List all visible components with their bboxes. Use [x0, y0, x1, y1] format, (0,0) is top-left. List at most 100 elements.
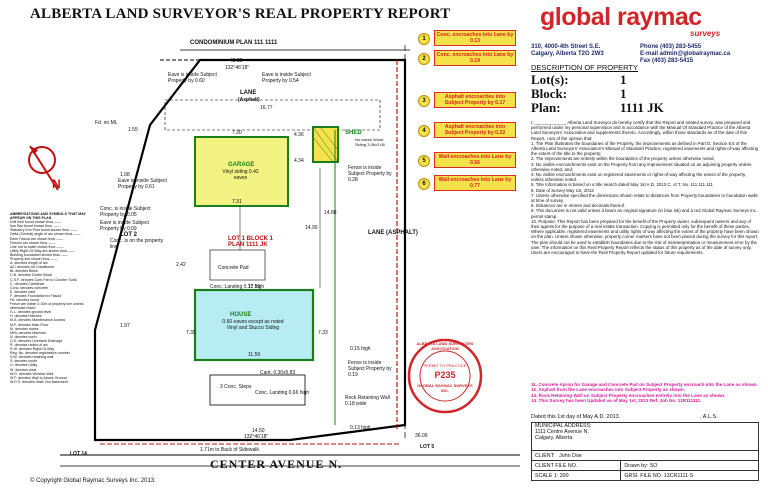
seal-line1: ALBERTA LAND SURVEYORS ASSOCIATION: [416, 341, 474, 351]
eave4-label: Eave is inside Subject Property by 0.09: [100, 220, 149, 232]
report-item: 5. Title Information is based on a title…: [531, 182, 713, 188]
dim-bottom: 14.50: [252, 428, 265, 434]
dim-d8: 1.97: [120, 323, 130, 329]
address-line-2: Calgary, Alberta T2G 2W3: [531, 51, 604, 57]
callout-number: 3: [418, 95, 430, 107]
report-item: 4. No visible encroachments exist on reg…: [531, 172, 747, 183]
report-item: 9. This document is not valid unless it …: [531, 208, 758, 219]
legend-line: W.D. denotes Window Well: [10, 371, 54, 376]
legend-line: C. denotes Cantilever: [10, 281, 45, 286]
callout-number: 4: [418, 125, 430, 137]
legend-line: G.L. denotes ground level: [10, 310, 52, 315]
dim-garage-width: 7.30: [232, 130, 242, 136]
legend-line: W. denotes west: [10, 367, 37, 372]
company-logo: global raymac surveys: [540, 3, 760, 41]
fence1-label: Fence is inside Subject Property by 0.28: [348, 165, 392, 183]
legend-line: A/C denotes Air Conditioner: [10, 265, 55, 270]
legend-line: F. denotes Foundation to Fascia: [10, 293, 62, 298]
lane-label: LANE: [240, 90, 257, 96]
dim-d2: 4.34: [294, 158, 304, 164]
address-line-1: 310, 4000-4th Street S.E.: [531, 44, 601, 50]
steps-label: 3 Conc. Steps: [220, 384, 252, 390]
legend-line: Drill hole found shown thus ——: [10, 220, 62, 225]
legend-line: FA. denotes found: [10, 297, 40, 302]
client-label: CLIENT:: [535, 452, 555, 459]
seal-permit: PERMIT TO PRACTICE: [423, 363, 467, 368]
lot-label: Lot(s):: [531, 72, 569, 87]
legend-line: O.D. denotes Overland Drainage: [10, 338, 63, 343]
email: E-mail admin@globalraymac.ca: [640, 51, 731, 57]
legend-line: M. denotes marks: [10, 326, 39, 331]
high2-label: 0.13 high: [350, 425, 371, 431]
municipal-address: 1111 Centre Avenue N.: [535, 429, 589, 435]
legend: ABBREVIATIONS AND SYMBOLS THAT MAY APPEA…: [10, 212, 88, 384]
encroachment-callout: Asphalt encroaches into Subject Property…: [434, 92, 516, 108]
legend-line: R.W. denotes Right-Of-Way: [10, 347, 55, 352]
client-value: John Doe: [559, 452, 582, 459]
street-name: CENTER AVENUE N.: [210, 457, 343, 471]
report-item: 7. Unless otherwise specified the dimens…: [531, 192, 758, 204]
legend-line: H. denotes Hatches: [10, 314, 42, 319]
legend-line: W.D.S. denotes Walk Out Basement: [10, 379, 68, 384]
legend-line: BL denotes Block: [10, 269, 38, 274]
high1-label: 0.15 high: [350, 346, 371, 352]
report-note: 14. This Survey has been Updated as of M…: [531, 397, 702, 403]
brand-sub: surveys: [690, 29, 721, 38]
encroachment-callout: Wall encroaches into Lane by 0.56: [434, 152, 516, 168]
legend-line: S.W. denotes retaining wall: [10, 355, 54, 360]
company-contact: Phone (403) 283-5455 E-mail admin@global…: [640, 44, 730, 65]
legend-line: R. denotes radius of arc: [10, 343, 49, 347]
report-note: 13. Rock Retaining Wall on Subject Prope…: [531, 392, 726, 398]
lot-value: 1: [620, 72, 627, 87]
dim-d10: 1.08: [120, 172, 130, 178]
report-item: 1. The Plan illustrates the boundaries o…: [531, 140, 759, 157]
conc-prop-line-label: Conc. is on the property line: [110, 238, 164, 250]
grsi-label: GRSI. FILE NO.: [624, 472, 663, 479]
site-plan: N: [28, 45, 520, 467]
dim-d6: 7.33: [318, 330, 328, 336]
eave3-label: Eave is inside Subject Property by 0.61: [118, 178, 167, 190]
encroachment-callout: Asphalt encroaches into Subject Property…: [434, 122, 516, 138]
report-note: 11. Concrete Apron for Garage and Concre…: [531, 382, 758, 387]
legend-line: Iron Bar found shown thus ——: [10, 224, 61, 229]
block-value: 1: [620, 86, 627, 101]
dim-d4: 14.90: [305, 225, 318, 231]
house-sub: 0.60 eaves except as noted Vinyl and Stu…: [222, 319, 284, 331]
legend-line: S. denotes south: [10, 359, 37, 364]
legend-line: N. denotes north: [10, 334, 37, 339]
dim-top: 42.85: [230, 58, 243, 64]
report-title: ALBERTA LAND SURVEYOR'S REAL PROPERTY RE…: [30, 6, 451, 22]
seal-number: P235: [434, 370, 456, 380]
legend-heading: ABBREVIATIONS AND SYMBOLS THAT MAY APPEA…: [10, 212, 86, 221]
report-item: 10. Purpose: This Report has been prepar…: [531, 218, 759, 256]
municipal-label: MUNICIPAL ADDRESS:: [535, 423, 592, 429]
description-heading: DESCRIPTION OF PROPERTY: [531, 63, 638, 72]
conc-landing-label: Conc. Landing 0.17 high: [210, 284, 265, 290]
encroachment-callout: Conc. encroaches into Lane by 0.19: [434, 50, 516, 66]
conc-landing2-label: Conc. Landing 0.66 high: [255, 390, 310, 396]
legend-line: M.A. denotes Maintenance Access: [10, 318, 66, 323]
lot5-label: LOT 5: [420, 444, 435, 450]
north-arrow-icon: N: [28, 145, 61, 191]
legend-line: C.B. denotes Cinder Block: [10, 273, 53, 278]
dim-d7: 1.55: [128, 127, 138, 133]
plan-label: Plan:: [531, 100, 561, 115]
info-table: MUNICIPAL ADDRESS: 1111 Centre Avenue N.…: [530, 422, 759, 481]
fence2-label: Fence is inside Subject Property by 0.19: [348, 360, 392, 378]
fd-no-ml-label: Fd. no ML: [95, 120, 118, 126]
callout-number: 5: [418, 155, 430, 167]
legend-lines: Drill hole found shown thus ——Iron Bar f…: [10, 220, 88, 384]
legend-line: MHL denotes Manhole: [10, 330, 47, 335]
report-item: 2. The improvements are entirely within …: [531, 156, 715, 162]
callout-number: 2: [418, 53, 430, 65]
legend-line: Eave Fascia are shown thus ——: [10, 236, 64, 241]
lane-asphalt-label: (Asphalt): [238, 97, 260, 103]
dim-d3: 14.88: [324, 210, 337, 216]
report-item: 8. Distances are in metres and decimals …: [531, 203, 626, 209]
report-item: 3. No visible encroachments exist on the…: [531, 161, 752, 172]
dim-right: 36.09: [415, 433, 428, 439]
dated-line: Dated this 1st day of May A.D. 2013.: [531, 414, 621, 420]
legend-line: C.S.F. denotes Curb Fdn to Counter Sunk: [10, 277, 77, 282]
